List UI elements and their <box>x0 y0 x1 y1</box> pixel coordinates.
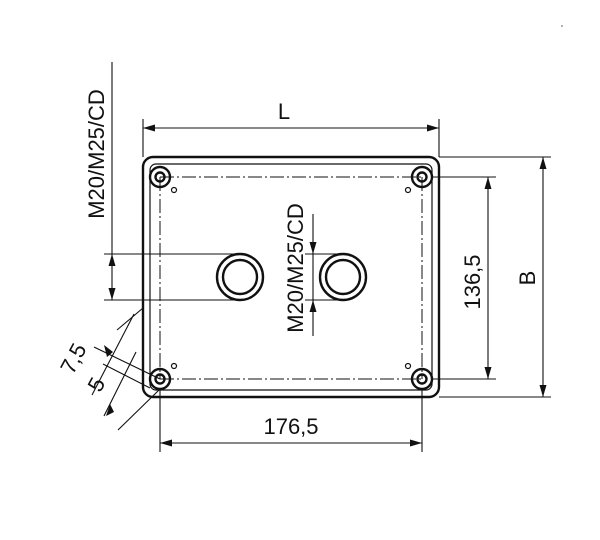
dimension-hole-spacing-y-label: 136,5 <box>460 254 485 309</box>
dimension-thread-left-label: M20/M25/CD <box>84 89 109 219</box>
dimension-thread-center-label: M20/M25/CD <box>283 203 308 333</box>
dimension-corner-offsets: 7,5 5 <box>55 307 161 431</box>
dimension-hole-spacing-y: 136,5 <box>432 176 496 380</box>
mounting-hole-bottom-right <box>404 362 434 391</box>
cable-entry-hole-right <box>318 252 368 302</box>
enclosure-outer-outline <box>141 155 441 399</box>
dimension-offset-b-label: 5 <box>82 373 110 396</box>
dimension-offset-a-label: 7,5 <box>55 339 91 378</box>
stray-mark <box>561 25 563 27</box>
enclosure-body <box>141 155 441 399</box>
dimension-hole-spacing-x-label: 176,5 <box>263 414 318 439</box>
cable-entry-hole-left <box>215 252 265 302</box>
mounting-hole-top-left <box>148 165 178 194</box>
dimension-height: B <box>439 156 551 398</box>
dimension-thread-left: M20/M25/CD <box>84 62 240 301</box>
enclosure-inner-outline <box>149 163 433 391</box>
mounting-hole-top-right <box>404 165 434 194</box>
dimension-length-label: L <box>278 99 290 124</box>
dimension-height-label: B <box>515 271 540 286</box>
dimension-length: L <box>142 99 440 157</box>
dimension-hole-spacing-x: 176,5 <box>159 389 423 452</box>
dimension-thread-center: M20/M25/CD <box>283 203 343 336</box>
